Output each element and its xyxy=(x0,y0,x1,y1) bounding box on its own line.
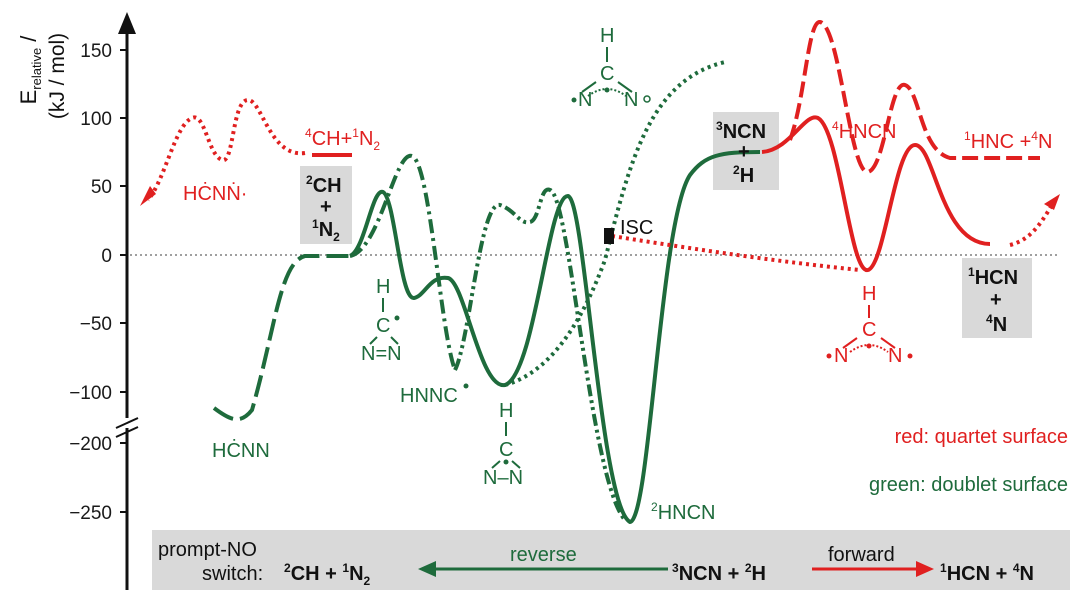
svg-text:N: N xyxy=(578,89,592,111)
red-curve-isc xyxy=(611,234,861,272)
bar-center: 3NCN + 2H xyxy=(672,561,766,585)
red-arrow-right xyxy=(1044,194,1060,210)
label-hcnn-red: HĊNṄ· xyxy=(183,182,247,205)
label-box-n: 4N xyxy=(986,312,1007,336)
svg-text:N: N xyxy=(624,89,638,111)
axis-break-mark-1 xyxy=(115,417,139,429)
bar-reverse-arrowhead xyxy=(418,561,436,577)
struct-diazirine-2: H C N–N xyxy=(483,400,523,489)
svg-text:H: H xyxy=(600,25,614,47)
tick-minus-50: −50 xyxy=(80,314,112,335)
svg-text:N–N: N–N xyxy=(483,467,523,489)
y-ticks xyxy=(120,49,127,513)
tick-minus-250: −250 xyxy=(69,503,112,524)
label-isc: ISC xyxy=(620,217,653,239)
green-curve-hnnc xyxy=(349,153,457,371)
y-axis-unit: (kJ / mol) xyxy=(46,33,69,119)
svg-text:Erelative /: Erelative / xyxy=(16,35,44,105)
svg-text:H: H xyxy=(376,276,390,298)
label-ch-n2-quartet: 4CH+1N2 xyxy=(305,126,380,153)
tick-minus-200: −200 xyxy=(69,434,112,455)
tick-0: 0 xyxy=(101,246,112,267)
struct-diazirine-1: H C N=N xyxy=(361,276,402,365)
label-box-h: 2H xyxy=(733,163,754,187)
label-box-plus: + xyxy=(320,196,332,218)
radical-dot-hnnc xyxy=(463,383,469,389)
label-box-plus-2: + xyxy=(738,141,750,163)
bar-forward-arrowhead xyxy=(916,561,934,577)
green-curve-dotted xyxy=(504,60,726,387)
axis-break-mark-2 xyxy=(115,426,139,438)
bar-left-product: 2CH + 1N2 xyxy=(284,561,371,588)
green-curve-dashdotdot xyxy=(453,187,627,522)
green-curve-main xyxy=(348,150,761,525)
bar-forward-label: forward xyxy=(828,544,895,566)
y-axis-label: Erelative / xyxy=(16,35,44,105)
box-hcn-n xyxy=(962,258,1032,338)
label-box-n2: 1N2 xyxy=(312,217,340,244)
red-curve-right xyxy=(1009,203,1054,247)
red-curve-dashed xyxy=(788,20,1040,174)
svg-text:C: C xyxy=(499,439,513,461)
label-hcnn-green: HĊNN xyxy=(212,439,270,462)
svg-text:C: C xyxy=(862,319,876,341)
label-box-ncn: 3NCN xyxy=(716,119,766,143)
red-arrow-left xyxy=(140,186,156,206)
red-curve-solid xyxy=(761,115,991,272)
y-axis-arrow xyxy=(118,12,136,34)
green-curve-hcnn xyxy=(212,254,350,422)
tick-50: 50 xyxy=(91,177,112,198)
label-hncn-4: 4HNCN xyxy=(832,119,896,143)
bar-label-line2: switch: xyxy=(202,563,263,585)
bar-reverse-label: reverse xyxy=(510,544,577,566)
svg-text:H: H xyxy=(862,283,876,305)
isc-marker xyxy=(604,228,614,244)
label-hncn-2: 2HNCN xyxy=(651,500,715,524)
svg-text:C: C xyxy=(600,63,614,85)
svg-text:N: N xyxy=(834,345,848,367)
label-box-plus-3: + xyxy=(990,289,1002,311)
struct-hcnn-cyclic: H C N N xyxy=(571,25,651,111)
struct-hncn-red: H C N N xyxy=(826,283,913,367)
prompt-no-bar xyxy=(152,530,1070,590)
label-hnnc: HNNC xyxy=(400,385,458,407)
label-hnc-n: 1HNC +4N xyxy=(964,129,1052,153)
bar-right-product: 1HCN + 4N xyxy=(940,561,1034,585)
label-box-hcn: 1HCN xyxy=(968,265,1018,289)
label-box-ch: 2CH xyxy=(306,173,342,197)
legend-red: red: quartet surface xyxy=(895,426,1068,448)
tick-minus-100: −100 xyxy=(69,383,112,404)
bar-label-line1: prompt-NO xyxy=(158,539,257,561)
svg-text:N: N xyxy=(888,345,902,367)
legend-green: green: doublet surface xyxy=(869,474,1068,496)
box-ch-n2 xyxy=(300,166,352,244)
svg-text:C: C xyxy=(376,315,390,337)
svg-text:H: H xyxy=(499,400,513,422)
tick-150: 150 xyxy=(80,41,112,62)
tick-100: 100 xyxy=(80,109,112,130)
svg-text:N=N: N=N xyxy=(361,343,402,365)
